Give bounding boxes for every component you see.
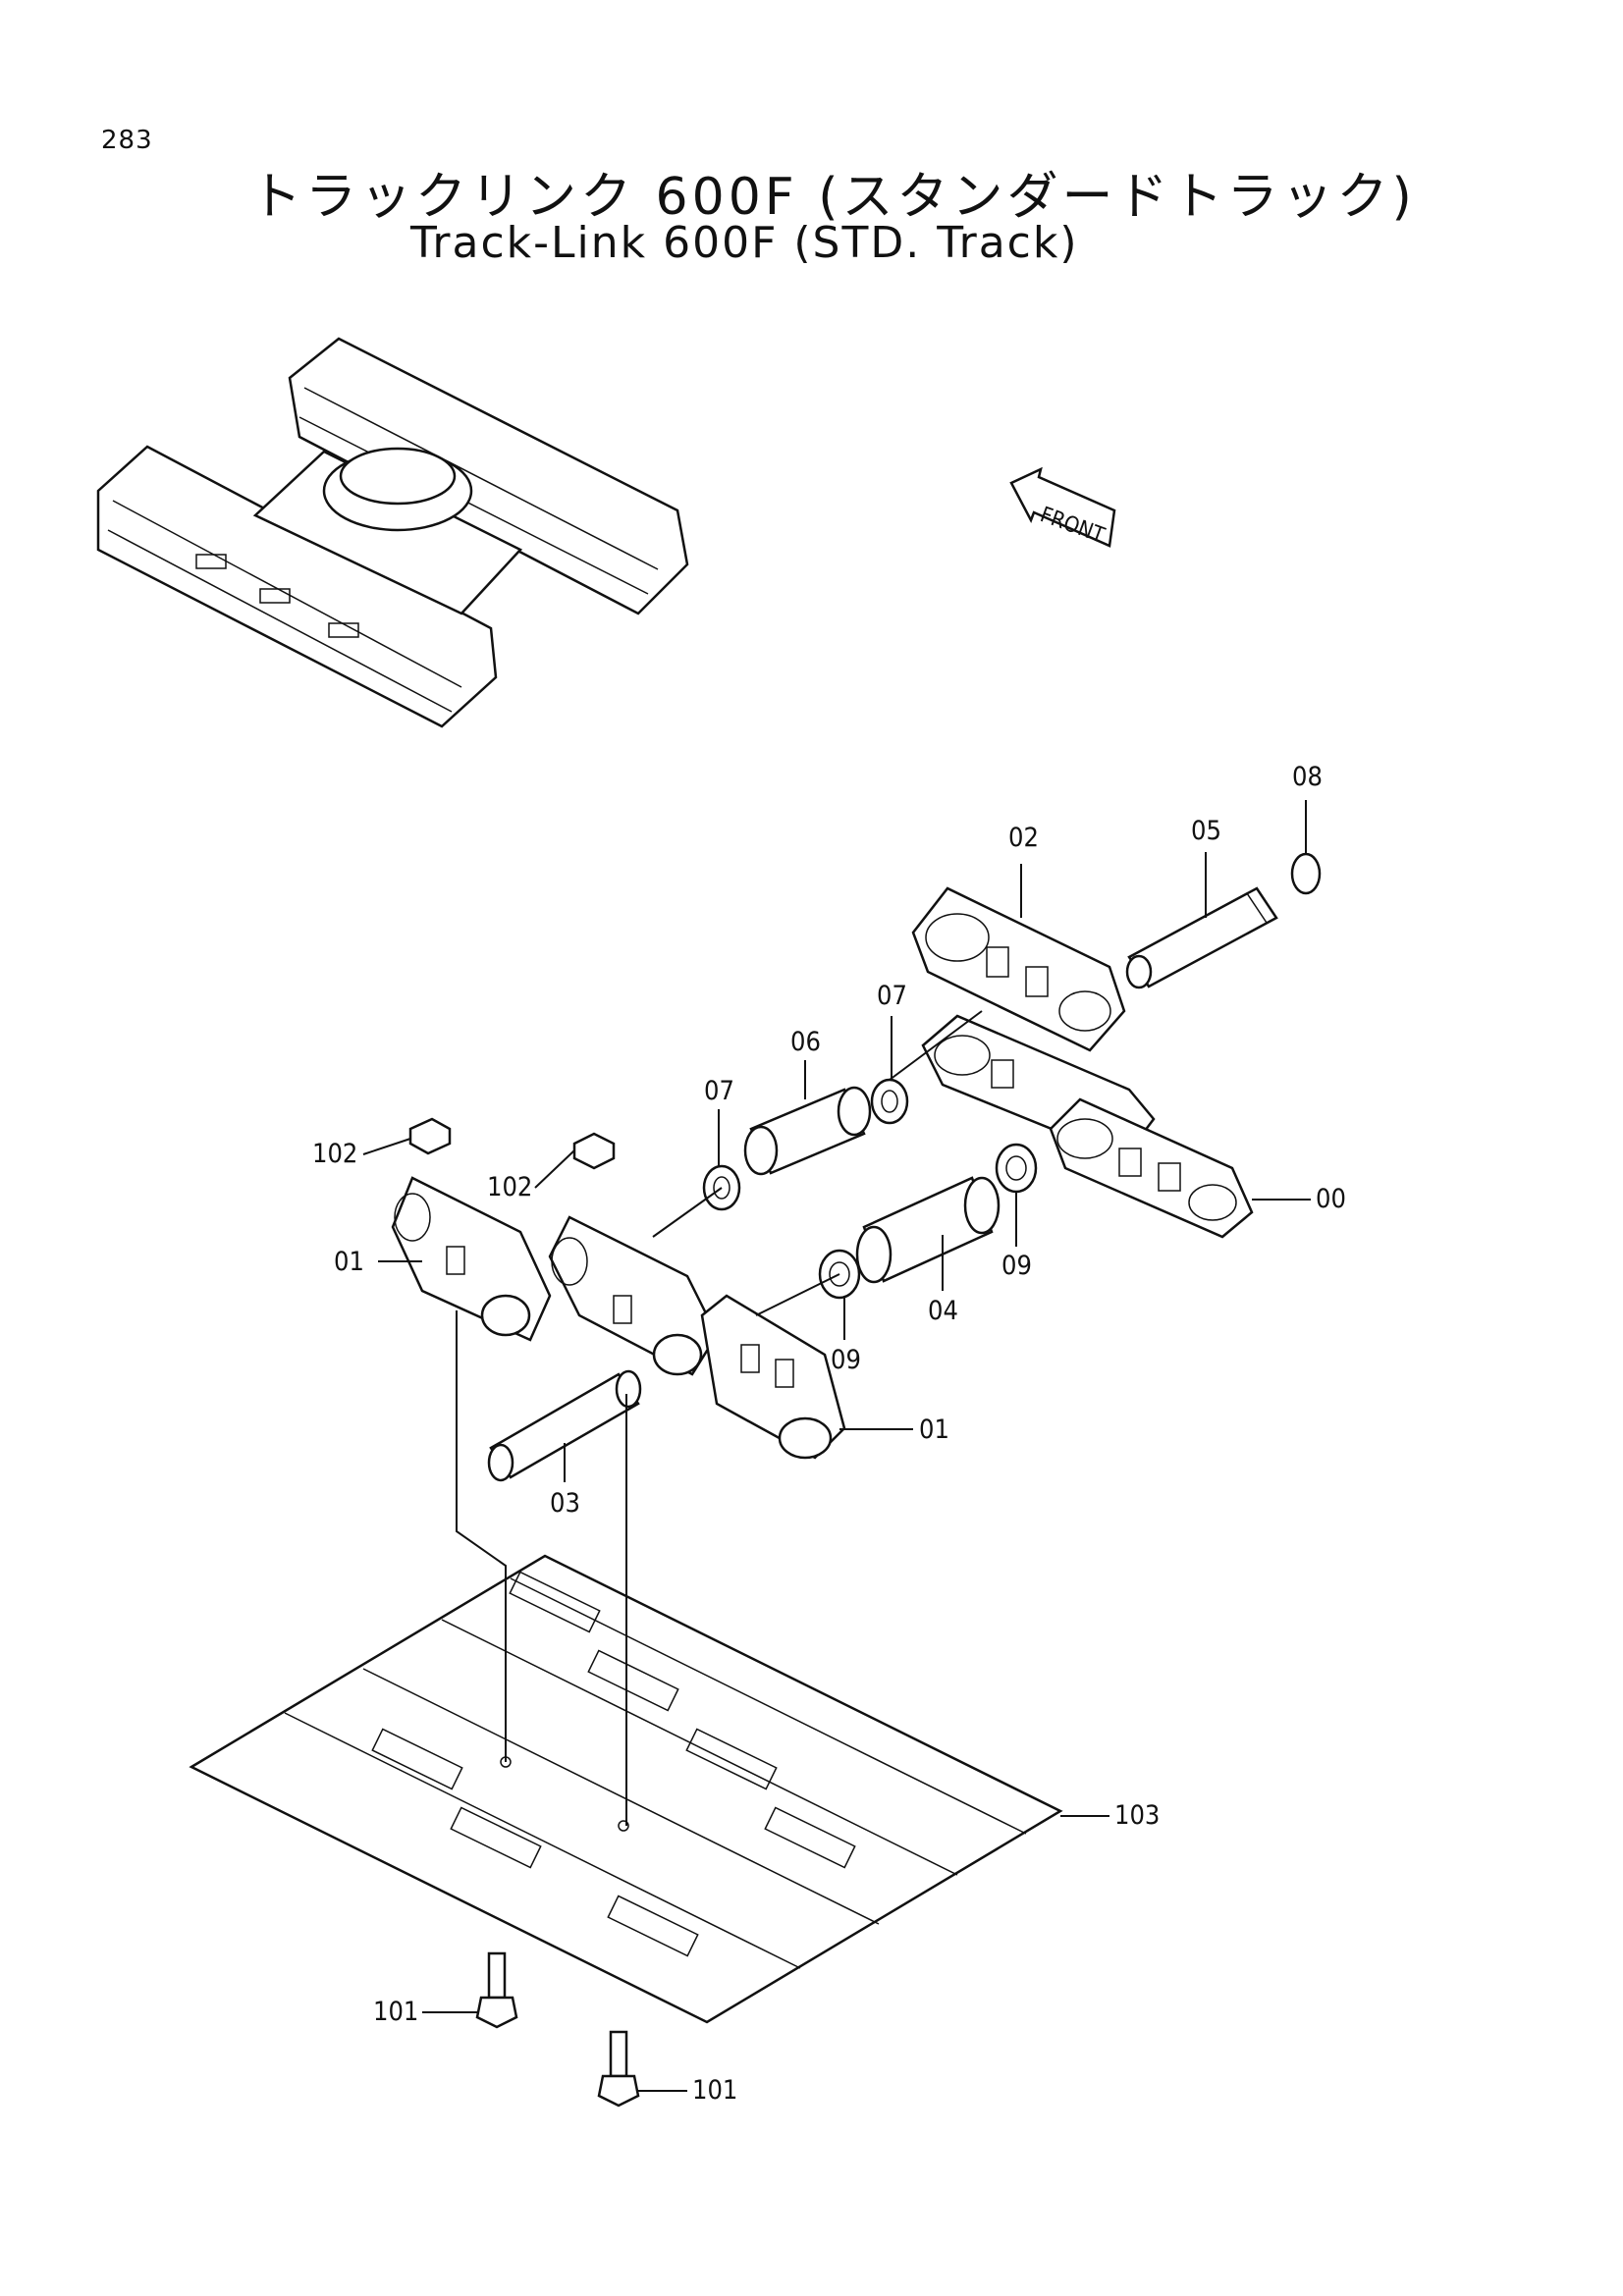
link-01-left <box>391 1176 552 1342</box>
pin-05 <box>1125 886 1278 989</box>
snap-ring-08 <box>1290 852 1322 895</box>
front-arrow: FRONT <box>1009 466 1116 549</box>
callout-07-upper: 07 <box>877 981 907 1011</box>
callout-05: 05 <box>1191 816 1221 846</box>
callout-101-right: 101 <box>692 2075 737 2106</box>
spacer-09-right <box>995 1143 1038 1194</box>
title-english: Track-Link 600F (STD. Track) <box>410 218 1079 268</box>
leader-lines <box>362 800 1311 2092</box>
bolt-101-left <box>475 1951 518 2029</box>
link-01-center <box>548 1215 846 1460</box>
callout-07-lower: 07 <box>704 1076 734 1106</box>
callout-03: 03 <box>550 1488 580 1519</box>
callout-102-center: 102 <box>487 1172 532 1202</box>
undercarriage-illustration <box>96 337 689 728</box>
callout-00: 00 <box>1316 1184 1346 1214</box>
center-body <box>252 447 523 615</box>
callout-103: 103 <box>1114 1800 1160 1831</box>
callout-01-right: 01 <box>919 1415 949 1445</box>
bolt-101-right <box>597 2030 640 2108</box>
track-frame-left <box>96 445 498 728</box>
callout-04: 04 <box>928 1296 958 1326</box>
seal-07-upper <box>870 1078 909 1125</box>
track-frame-right <box>288 337 689 615</box>
callout-01-left: 01 <box>334 1247 364 1277</box>
bushing-06 <box>743 1086 872 1176</box>
title-japanese: トラックリンク 600F (スタンダードトラック) <box>250 168 1416 227</box>
callout-06: 06 <box>790 1027 821 1057</box>
callout-09-left: 09 <box>831 1345 861 1375</box>
callout-101-left: 101 <box>373 1997 418 2027</box>
link-02 <box>911 886 1126 1052</box>
callout-102-left: 102 <box>312 1139 357 1169</box>
page-number: 283 <box>101 126 153 155</box>
callout-08: 08 <box>1292 762 1323 792</box>
nut-102-center <box>572 1132 616 1170</box>
link-00 <box>921 1014 1254 1239</box>
callout-02: 02 <box>1008 823 1039 853</box>
bushing-04 <box>855 1176 1001 1284</box>
rollers <box>195 554 359 638</box>
pin-03 <box>487 1369 642 1482</box>
nut-102-left <box>408 1117 452 1155</box>
callout-09-right: 09 <box>1001 1251 1032 1281</box>
